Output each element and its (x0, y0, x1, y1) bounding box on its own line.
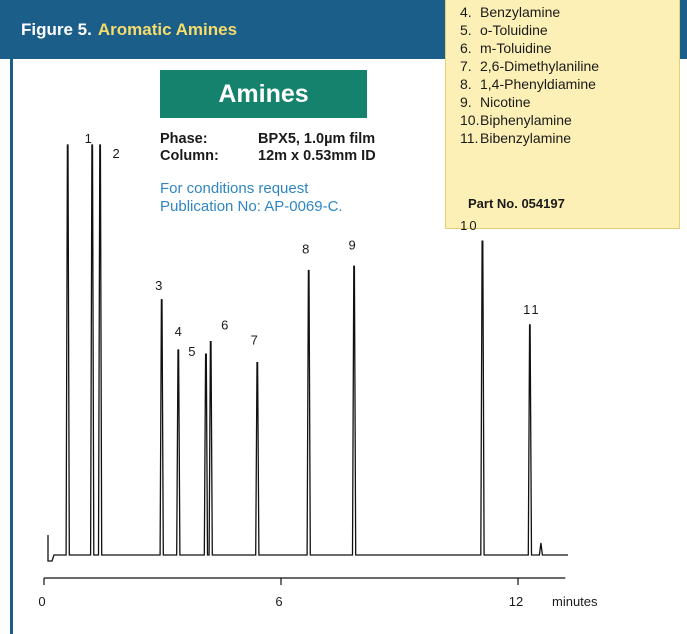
amines-title-box: Amines (160, 70, 367, 118)
figure-title-text: Aromatic Amines (97, 20, 238, 39)
peak-label: 11 (523, 302, 541, 317)
x-ticks: 0 6 12 (38, 578, 523, 609)
legend-item: 9. Nicotine (460, 93, 599, 111)
x-tick-label: 0 (38, 594, 45, 609)
legend-item-name: m-Toluidine (480, 40, 552, 56)
legend-item-name: 2,6-Dimethylaniline (480, 58, 600, 74)
legend-item: 4. Benzylamine (460, 3, 599, 21)
legend-item-number: 11. (460, 130, 479, 146)
legend-item-number: 5. (460, 22, 472, 38)
amines-title: Amines (218, 79, 309, 108)
legend-item-name: Bibenzylamine (480, 130, 572, 146)
legend-item-name: o-Toluidine (480, 22, 548, 38)
legend-item-name: Biphenylamine (480, 112, 572, 128)
peak-label: 2 (112, 146, 119, 161)
peak-label: 4 (175, 324, 182, 339)
conditions-note-line2: Publication No: AP-0069-C. (160, 198, 343, 215)
peak-label: 8 (302, 242, 309, 257)
peak-labels: 1 2 3 45 6 7 8 9 10 11 (85, 131, 541, 359)
peak-label: 7 (251, 333, 258, 348)
conditions-note-line1: For conditions request (160, 180, 309, 197)
part-number: Part No. 054197 (468, 196, 565, 211)
legend-item-name: Benzylamine (480, 4, 561, 20)
left-border-rule (10, 59, 13, 634)
legend-list: 3.Aniline4.Benzylamine5.o-Toluidine6.m-T… (460, 0, 599, 147)
figure-label: Figure 5. (21, 20, 92, 39)
legend-item-name: Aniline (480, 0, 522, 2)
peak-label: 5 (188, 344, 195, 359)
x-tick-label: 12 (509, 594, 523, 609)
figure-title: Figure 5. Aromatic Amines (21, 20, 237, 40)
legend-item: 6. m-Toluidine (460, 39, 599, 57)
x-tick-label: 6 (275, 594, 282, 609)
legend-item-name: 1,4-Phenyldiamine (480, 76, 596, 92)
legend-item-number: 9. (460, 94, 472, 110)
peak-label: 10 (460, 218, 478, 233)
legend-item: 10.Biphenylamine (460, 111, 599, 129)
peak-label: 1 (85, 131, 92, 146)
legend-item-number: 6. (460, 40, 472, 56)
legend-item-number: 3. (460, 0, 480, 3)
phase-label: Phase: (160, 131, 208, 147)
legend-item: 3.Aniline (460, 0, 599, 3)
phase-value: BPX5, 1.0µm film (258, 131, 376, 147)
legend-item: 11.Bibenzylamine (460, 129, 599, 147)
legend-item-name: Nicotine (480, 94, 531, 110)
legend-item-number: 8. (460, 76, 472, 92)
x-axis-label: minutes (552, 594, 598, 609)
legend-item-number: 10. (460, 112, 480, 128)
column-value: 12m x 0.53mm ID (258, 148, 376, 164)
peak-label: 9 (348, 237, 355, 252)
chromatogram-trace (47, 144, 568, 562)
legend-item-number: 4. (460, 4, 472, 20)
legend-item: 5. o-Toluidine (460, 21, 599, 39)
column-label: Column: (160, 148, 219, 164)
peak-label: 6 (221, 318, 228, 333)
legend-item-number: 7. (460, 58, 472, 74)
compound-legend: 3.Aniline4.Benzylamine5.o-Toluidine6.m-T… (445, 0, 680, 229)
legend-item: 7. 2,6-Dimethylaniline (460, 57, 599, 75)
legend-item: 8. 1,4-Phenyldiamine (460, 75, 599, 93)
peak-label: 3 (155, 278, 162, 293)
